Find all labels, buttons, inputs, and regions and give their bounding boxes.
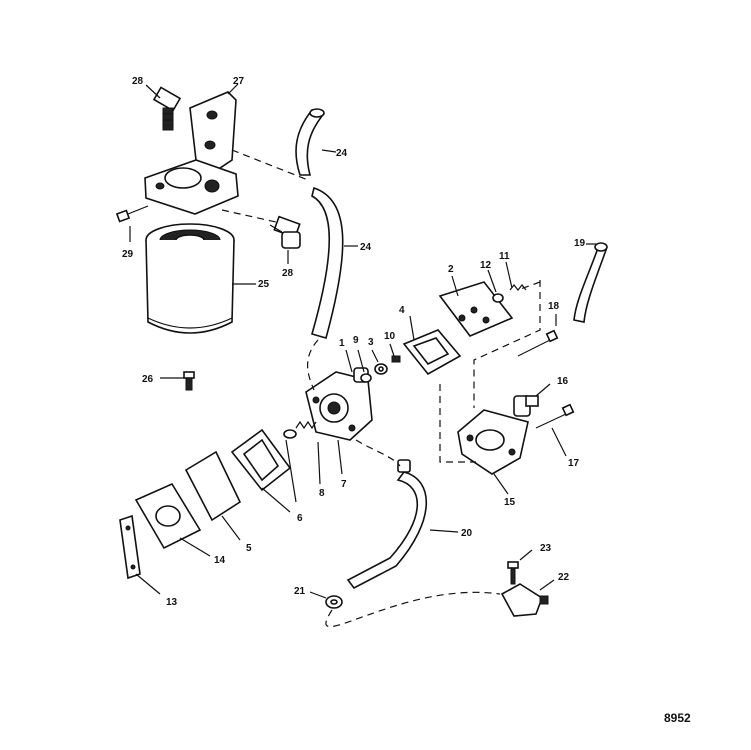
valve-22-part xyxy=(500,583,549,617)
callout-15: 15 xyxy=(504,497,516,508)
callout-23: 23 xyxy=(540,543,552,554)
screw-10-part xyxy=(391,355,401,363)
hose-19-part xyxy=(573,242,608,323)
elbow-fitting-lower-part xyxy=(269,215,301,249)
callout-26: 26 xyxy=(142,374,154,385)
callout-24-upper: 24 xyxy=(336,148,348,159)
callout-17: 17 xyxy=(568,458,580,469)
callout-3: 3 xyxy=(368,337,374,348)
fuel-filter-canister-part xyxy=(145,223,235,334)
gasket-4-part xyxy=(402,329,462,376)
callout-11: 11 xyxy=(499,251,510,262)
screw-17-part xyxy=(535,403,575,429)
diaphragm-2-part xyxy=(438,281,514,337)
hose-24-upper-part xyxy=(295,108,325,176)
fuel-pump-body-part xyxy=(305,367,373,441)
callout-9: 9 xyxy=(353,335,359,346)
callout-28-upper: 28 xyxy=(132,76,144,87)
hose-24-lower-part xyxy=(311,186,344,339)
callout-7: 7 xyxy=(341,479,347,490)
callout-14: 14 xyxy=(214,555,226,566)
elbow-fitting-upper-part xyxy=(152,86,182,131)
gasket-5-part xyxy=(184,450,242,522)
callout-2: 2 xyxy=(448,264,454,275)
callout-19: 19 xyxy=(574,238,586,249)
callout-4: 4 xyxy=(399,305,405,316)
cap-12-part xyxy=(492,293,504,303)
dashed-lines xyxy=(221,149,541,628)
callout-28-lower: 28 xyxy=(282,268,294,279)
spring-11-part xyxy=(509,284,527,291)
callout-20: 20 xyxy=(461,528,473,539)
screw-23-part xyxy=(507,561,519,585)
callout-13: 13 xyxy=(166,597,178,608)
reference-number: 8952 xyxy=(664,711,691,725)
callout-12: 12 xyxy=(480,260,492,271)
spring-8-part xyxy=(283,420,317,439)
screw-26-part xyxy=(183,371,195,391)
callout-29: 29 xyxy=(122,249,134,260)
callout-labels: 1 2 3 4 5 6 7 8 9 10 11 12 13 14 15 16 1… xyxy=(122,76,586,608)
bolt-29-part xyxy=(115,205,149,223)
callout-21: 21 xyxy=(294,586,306,597)
pump-cover-15-part xyxy=(457,409,529,475)
plate-13-part xyxy=(119,514,141,580)
washer-3-part xyxy=(374,363,388,375)
callout-27: 27 xyxy=(233,76,245,87)
callout-18: 18 xyxy=(548,301,560,312)
filter-head-part xyxy=(144,159,239,215)
callout-5: 5 xyxy=(246,543,252,554)
callout-8: 8 xyxy=(319,488,325,499)
pump-base-14-part xyxy=(134,482,202,550)
callout-25: 25 xyxy=(258,279,270,290)
callout-1: 1 xyxy=(339,338,345,349)
clamp-21-part xyxy=(325,595,343,609)
elbow-16-part xyxy=(513,395,539,417)
callout-16: 16 xyxy=(557,376,569,387)
callout-24-lower: 24 xyxy=(360,242,372,253)
callout-22: 22 xyxy=(558,572,570,583)
washer-9-part xyxy=(360,373,372,383)
gasket-6-part xyxy=(230,428,292,492)
screw-18-part xyxy=(517,329,559,357)
callout-6: 6 xyxy=(297,513,303,524)
callout-10: 10 xyxy=(384,331,396,342)
hose-20-part xyxy=(346,459,428,590)
leader-lines xyxy=(129,83,596,599)
